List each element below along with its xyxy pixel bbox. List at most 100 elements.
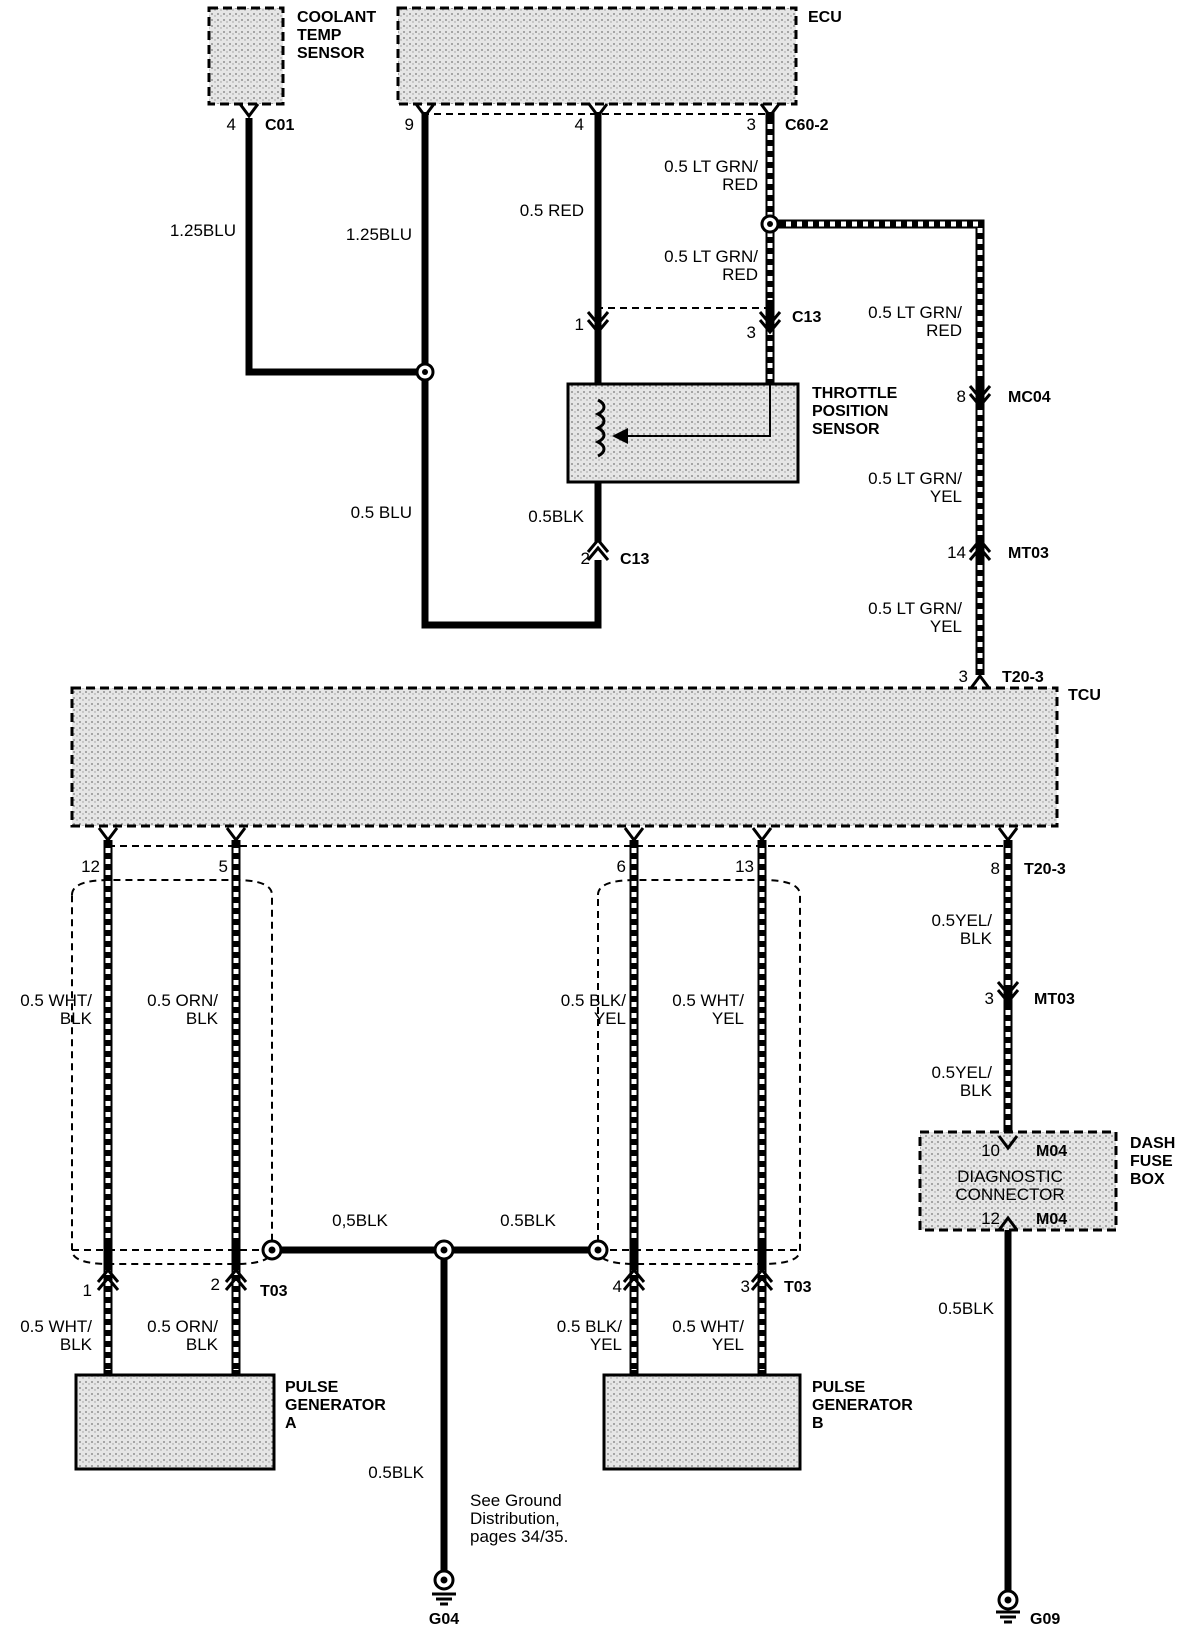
wire-label-g09-blk: 0.5BLK	[938, 1299, 994, 1318]
t03-pin4-connector-icon	[622, 1267, 646, 1291]
t03-pin1-connector-icon	[96, 1267, 120, 1291]
wire-label-yel-blk-1: 0.5YEL/BLK	[932, 911, 993, 948]
pin-ecu4: 4	[575, 115, 584, 134]
wire-label-0-5-blu: 0.5 BLU	[351, 503, 412, 522]
wire-label-1-25blu-b: 1.25BLU	[346, 225, 412, 244]
t03-pin3-connector-icon	[750, 1267, 774, 1291]
ecu-label: ECU	[808, 9, 842, 26]
pin-mc04: 8	[957, 387, 966, 406]
throttle-sensor-box	[566, 382, 800, 484]
g09-label: G09	[1030, 1611, 1060, 1626]
mt03-top-label: MT03	[1008, 545, 1049, 562]
mc04-connector-icon	[968, 385, 992, 409]
t03-b-label: T03	[784, 1279, 812, 1296]
tcu5-connector-icon	[225, 827, 247, 843]
pin-t03-2: 2	[211, 1275, 220, 1294]
m04-12-connector-icon	[997, 1215, 1019, 1231]
ecu4-connector-icon	[587, 103, 609, 119]
pin-tcu3: 3	[959, 667, 968, 686]
g04-label: G04	[429, 1611, 459, 1626]
wire-label-ground-bus-a: 0,5BLK	[332, 1211, 388, 1230]
pin-c01: 4	[227, 115, 236, 134]
t03-pin2-connector-icon	[224, 1267, 248, 1291]
wire-label-ltgrn-yel-1: 0.5 LT GRN/YEL	[868, 469, 962, 506]
wire-label-tps-blk: 0.5BLK	[528, 507, 584, 526]
t20-3-top-label: T20-3	[1002, 669, 1044, 686]
pin-tps2: 2	[581, 549, 590, 568]
m04-top-label: M04	[1036, 1143, 1067, 1160]
pin-t03-1: 1	[83, 1281, 92, 1300]
pin-t03-3: 3	[741, 1277, 750, 1296]
pin-tcu6: 6	[617, 857, 626, 876]
ecu9-connector-icon	[414, 103, 436, 119]
c13-pin3-connector-icon	[758, 311, 782, 335]
wire-label-wht-blk-2: 0.5 WHT/BLK	[20, 1317, 92, 1354]
c01-connector-icon	[238, 103, 260, 119]
pin-mt03: 14	[947, 543, 966, 562]
g04-ground-icon	[432, 1569, 456, 1606]
pin-ecu9: 9	[405, 115, 414, 134]
pin-mt03b: 3	[985, 989, 994, 1008]
ecu-box	[396, 6, 798, 106]
pin-tps1: 1	[575, 315, 584, 334]
c13-pin1-connector-icon	[586, 311, 610, 335]
tcu-box	[70, 686, 1059, 828]
tps-resistor-icon	[594, 398, 606, 458]
mt03-bottom-connector-icon	[996, 981, 1020, 1005]
c60-2-label: C60-2	[785, 117, 829, 134]
ecu3-connector-icon	[759, 103, 781, 119]
c13-bottom-label: C13	[620, 551, 649, 568]
wire-label-orn-blk-1: 0.5 ORN/BLK	[147, 991, 219, 1028]
wire-label-orn-blk-2: 0.5 ORN/BLK	[147, 1317, 219, 1354]
wire-label-wht-yel-2: 0.5 WHT/YEL	[672, 1317, 744, 1354]
pulse-generator-a-box	[74, 1373, 276, 1471]
wire-label-yel-blk-2: 0.5YEL/BLK	[932, 1063, 993, 1100]
wire-label-1-25blu-a: 1.25BLU	[170, 221, 236, 240]
wire-coolant-1-25blu	[245, 118, 425, 376]
pin-m04-12: 12	[981, 1209, 1000, 1228]
mt03-connector-icon	[968, 537, 992, 561]
tcu-label: TCU	[1068, 687, 1101, 704]
wire-label-blk-yel-2: 0.5 BLK/YEL	[557, 1317, 622, 1354]
pin-tps3: 3	[747, 323, 756, 342]
wire-label-ltgrn-yel-2: 0.5 LT GRN/YEL	[868, 599, 962, 636]
pin-m04-10: 10	[981, 1141, 1000, 1160]
shield-b	[597, 879, 801, 1265]
t03-a-label: T03	[260, 1283, 288, 1300]
mt03-bottom-label: MT03	[1034, 991, 1075, 1008]
wire-label-ground-bus-b: 0.5BLK	[500, 1211, 556, 1230]
c13-pin2-connector-icon	[586, 537, 610, 561]
wire-label-wht-blk-1: 0.5 WHT/BLK	[20, 991, 92, 1028]
wire-ecu9-1-25blu	[421, 112, 602, 629]
wire-label-ltgrn-red-2: 0.5 LT GRN/RED	[664, 247, 758, 284]
wire-label-wht-yel-1: 0.5 WHT/YEL	[672, 991, 744, 1028]
c13-top-label: C13	[792, 309, 821, 326]
pin-tcu8: 8	[991, 859, 1000, 878]
pin-ecu3: 3	[747, 115, 756, 134]
tcu12-connector-icon	[97, 827, 119, 843]
wire-label-0-5-red: 0.5 RED	[520, 201, 584, 220]
tps-wiper	[625, 384, 771, 437]
wire-label-blk-yel-1: 0.5 BLK/YEL	[561, 991, 626, 1028]
pin-tcu13: 13	[735, 857, 754, 876]
wire-label-ltgrn-red-3: 0.5 LT GRN/RED	[868, 303, 962, 340]
wire-label-g04-blk: 0.5BLK	[368, 1463, 424, 1482]
pin-t03-4: 4	[613, 1277, 622, 1296]
c01-label: C01	[265, 117, 294, 134]
coolant-sensor-box	[207, 6, 285, 106]
tcu13-connector-icon	[751, 827, 773, 843]
tcu8-connector-icon	[997, 827, 1019, 843]
pin-tcu12: 12	[81, 857, 100, 876]
m04-bottom-label: M04	[1036, 1211, 1067, 1228]
tcu6-connector-icon	[623, 827, 645, 843]
pulse-generator-b-box	[602, 1373, 802, 1471]
m04-10-connector-icon	[997, 1135, 1019, 1151]
wire-label-ltgrn-red-1: 0.5 LT GRN/RED	[664, 157, 758, 194]
t20-3-bottom-label: T20-3	[1024, 861, 1066, 878]
